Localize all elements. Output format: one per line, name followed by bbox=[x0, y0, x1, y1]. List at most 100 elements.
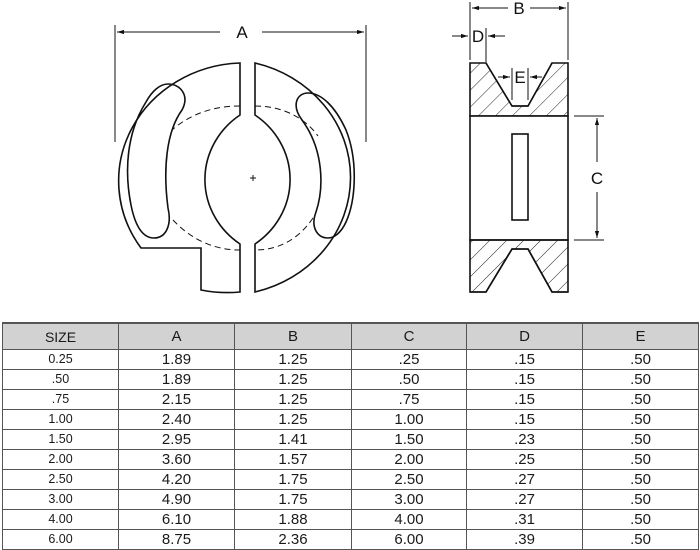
front-view: A bbox=[114, 23, 367, 294]
dimension-label-e: E bbox=[514, 68, 525, 87]
cell-c: 3.00 bbox=[351, 489, 467, 510]
cell-c: .25 bbox=[351, 349, 467, 370]
table-row: 1.50 2.95 1.41 1.50 .23 .50 bbox=[2, 429, 699, 450]
cell-d: .27 bbox=[466, 469, 583, 490]
cell-b: 1.41 bbox=[234, 429, 352, 450]
cell-d: .15 bbox=[466, 369, 583, 390]
cell-d: .39 bbox=[466, 529, 583, 550]
technical-drawing: A B D bbox=[114, 0, 604, 294]
column-header-e: E bbox=[582, 322, 699, 350]
table-row: 6.00 8.75 2.36 6.00 .39 .50 bbox=[2, 529, 699, 550]
cell-size: 3.00 bbox=[2, 489, 119, 510]
cell-c: .50 bbox=[351, 369, 467, 390]
cell-size: .50 bbox=[2, 369, 119, 390]
table-row: 0.25 1.89 1.25 .25 .15 .50 bbox=[2, 349, 699, 370]
cell-size: 1.00 bbox=[2, 409, 119, 430]
table-row: 2.50 4.20 1.75 2.50 .27 .50 bbox=[2, 469, 699, 490]
column-header-c: C bbox=[351, 322, 467, 350]
cell-a: 2.95 bbox=[118, 429, 235, 450]
side-view: B D E C bbox=[452, 0, 604, 293]
table-row: 4.00 6.10 1.88 4.00 .31 .50 bbox=[2, 509, 699, 530]
cell-size: 2.00 bbox=[2, 449, 119, 470]
right-half-body bbox=[254, 61, 352, 294]
dimension-label-d: D bbox=[472, 27, 484, 46]
cell-e: .50 bbox=[582, 469, 699, 490]
cell-b: 1.25 bbox=[234, 369, 352, 390]
column-header-d: D bbox=[466, 322, 583, 350]
cell-a: 1.89 bbox=[118, 369, 235, 390]
right-hidden-line bbox=[254, 217, 314, 251]
cell-size: 4.00 bbox=[2, 509, 119, 530]
cell-d: .15 bbox=[466, 409, 583, 430]
dimension-d bbox=[452, 28, 505, 62]
cell-b: 1.57 bbox=[234, 449, 352, 470]
left-half-body bbox=[117, 62, 241, 294]
cell-e: .50 bbox=[582, 529, 699, 550]
cell-e: .50 bbox=[582, 389, 699, 410]
cell-b: 1.25 bbox=[234, 389, 352, 410]
cell-d: .25 bbox=[466, 449, 583, 470]
cell-b: 1.75 bbox=[234, 489, 352, 510]
column-header-size: SIZE bbox=[2, 322, 119, 350]
cell-b: 1.88 bbox=[234, 509, 352, 530]
table-row: .75 2.15 1.25 .75 .15 .50 bbox=[2, 389, 699, 410]
dimension-label-c: C bbox=[591, 169, 603, 188]
cell-d: .27 bbox=[466, 489, 583, 510]
table-header-row: SIZE A B C D E bbox=[2, 322, 699, 350]
dimension-b bbox=[469, 2, 569, 60]
cell-size: 1.50 bbox=[2, 429, 119, 450]
cell-a: 4.20 bbox=[118, 469, 235, 490]
cell-a: 6.10 bbox=[118, 509, 235, 530]
table-row: .50 1.89 1.25 .50 .15 .50 bbox=[2, 369, 699, 390]
dimension-a bbox=[114, 25, 367, 142]
dimension-c bbox=[574, 115, 604, 241]
top-groove-fill bbox=[487, 64, 551, 105]
side-slot bbox=[511, 133, 529, 221]
cell-a: 3.60 bbox=[118, 449, 235, 470]
column-header-a: A bbox=[118, 322, 235, 350]
table-row: 3.00 4.90 1.75 3.00 .27 .50 bbox=[2, 489, 699, 510]
center-mark bbox=[250, 175, 256, 181]
cell-c: 1.00 bbox=[351, 409, 467, 430]
cell-e: .50 bbox=[582, 429, 699, 450]
dimension-table: SIZE A B C D E 0.25 1.89 1.25 .25 .15 .5… bbox=[2, 322, 699, 550]
cell-a: 8.75 bbox=[118, 529, 235, 550]
cell-e: .50 bbox=[582, 349, 699, 370]
cell-b: 2.36 bbox=[234, 529, 352, 550]
cell-e: .50 bbox=[582, 409, 699, 430]
left-slot bbox=[126, 83, 186, 239]
cell-a: 1.89 bbox=[118, 349, 235, 370]
right-slot bbox=[295, 92, 356, 239]
cell-c: 2.50 bbox=[351, 469, 467, 490]
cell-c: 6.00 bbox=[351, 529, 467, 550]
cell-c: .75 bbox=[351, 389, 467, 410]
dimension-label-a: A bbox=[236, 23, 248, 42]
cell-size: 6.00 bbox=[2, 529, 119, 550]
cell-c: 4.00 bbox=[351, 509, 467, 530]
cell-e: .50 bbox=[582, 369, 699, 390]
bottom-groove-outline bbox=[470, 248, 568, 293]
cell-a: 2.40 bbox=[118, 409, 235, 430]
dimension-e bbox=[498, 68, 542, 100]
cell-c: 1.50 bbox=[351, 429, 467, 450]
cell-c: 2.00 bbox=[351, 449, 467, 470]
cell-e: .50 bbox=[582, 509, 699, 530]
cell-size: 0.25 bbox=[2, 349, 119, 370]
table-row: 1.00 2.40 1.25 1.00 .15 .50 bbox=[2, 409, 699, 430]
cell-b: 1.75 bbox=[234, 469, 352, 490]
cell-b: 1.25 bbox=[234, 409, 352, 430]
table-row: 2.00 3.60 1.57 2.00 .25 .50 bbox=[2, 449, 699, 470]
cell-a: 2.15 bbox=[118, 389, 235, 410]
cell-size: 2.50 bbox=[2, 469, 119, 490]
dimension-label-b: B bbox=[513, 0, 524, 18]
bottom-groove-section bbox=[469, 239, 569, 293]
column-header-b: B bbox=[234, 322, 352, 350]
cell-b: 1.25 bbox=[234, 349, 352, 370]
cell-size: .75 bbox=[2, 389, 119, 410]
cell-a: 4.90 bbox=[118, 489, 235, 510]
cell-d: .31 bbox=[466, 509, 583, 530]
cell-d: .15 bbox=[466, 349, 583, 370]
cell-e: .50 bbox=[582, 449, 699, 470]
cell-e: .50 bbox=[582, 489, 699, 510]
cell-d: .15 bbox=[466, 389, 583, 410]
